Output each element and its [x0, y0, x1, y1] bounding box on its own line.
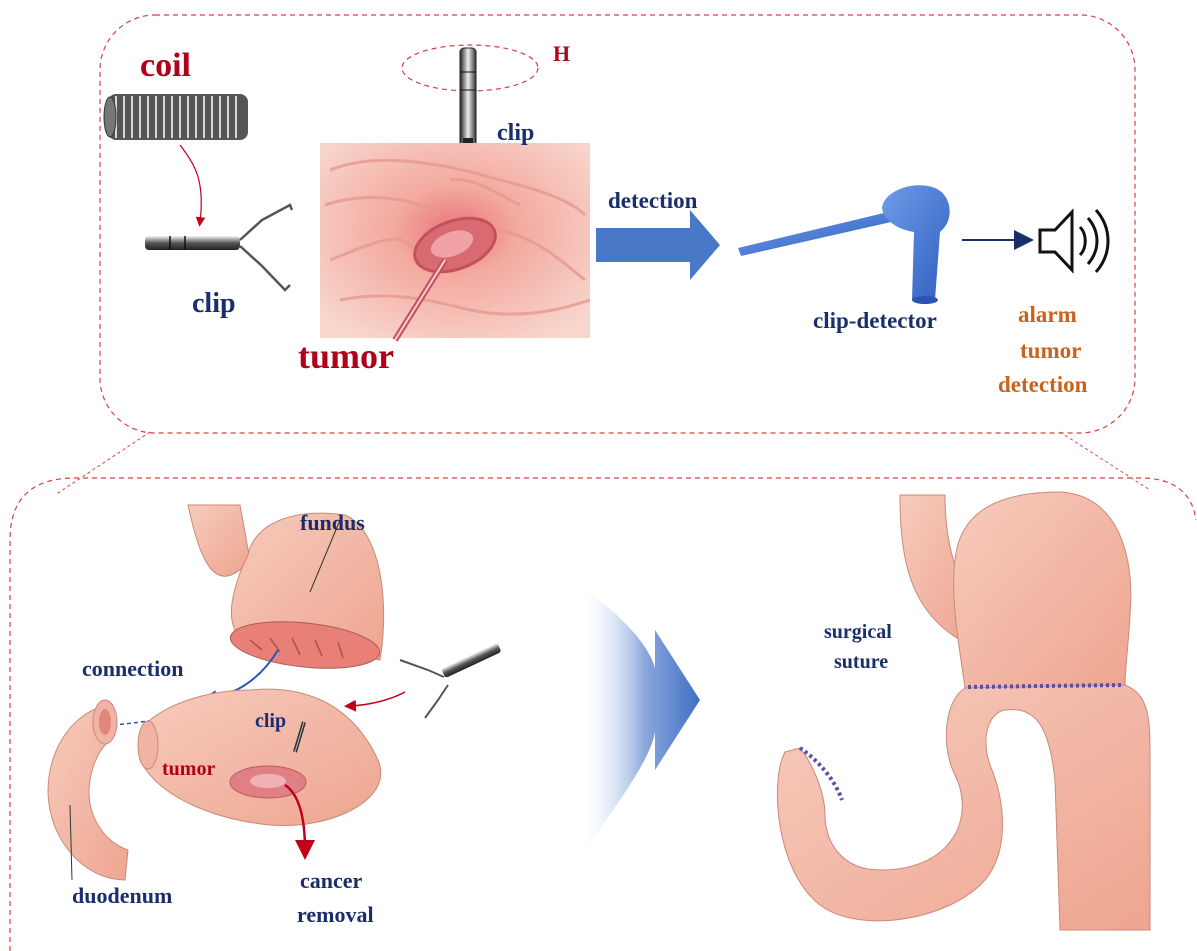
duodenum-image — [48, 700, 128, 880]
clip-image-left — [145, 205, 292, 290]
label-cancer-removal-line1: cancer — [300, 868, 363, 893]
clip-image-top — [460, 48, 476, 152]
label-tumor-bottom: tumor — [162, 758, 215, 780]
label-clip-left: clip — [192, 288, 236, 319]
panel-connector-left — [55, 432, 150, 495]
coil-image — [104, 94, 248, 140]
coil-to-clip-arrow — [180, 145, 201, 222]
label-connection: connection — [82, 656, 183, 681]
label-clip-detector: clip-detector — [813, 308, 937, 333]
transition-arrow — [578, 585, 700, 860]
label-coil: coil — [140, 47, 191, 84]
clip-image-bottom — [400, 643, 502, 718]
label-surgical-suture-line2: suture — [834, 651, 888, 673]
top-panel-frame — [100, 15, 1135, 433]
label-duodenum: duodenum — [72, 883, 172, 908]
label-tumor-top: tumor — [298, 336, 394, 376]
label-h-field: H — [553, 41, 570, 66]
label-cancer-removal-line2: removal — [297, 902, 374, 927]
label-surgical-suture-line1: surgical — [824, 621, 892, 643]
speaker-icon — [1040, 210, 1108, 272]
clip-insert-arrow — [350, 692, 405, 706]
tumor-tissue-image — [320, 143, 590, 340]
label-detection: detection — [608, 188, 698, 213]
label-alarm-line1: alarm — [1018, 302, 1077, 327]
label-clip-top: clip — [497, 120, 534, 146]
clip-detector-image — [738, 185, 950, 304]
panel-connector-right — [1060, 432, 1150, 490]
label-alarm-line3: detection — [998, 372, 1088, 397]
label-alarm-line2: tumor — [1020, 338, 1081, 363]
reconstructed-stomach-image — [777, 492, 1150, 930]
label-fundus: fundus — [300, 510, 365, 535]
detection-arrow — [596, 210, 720, 280]
label-clip-bottom: clip — [255, 710, 286, 732]
